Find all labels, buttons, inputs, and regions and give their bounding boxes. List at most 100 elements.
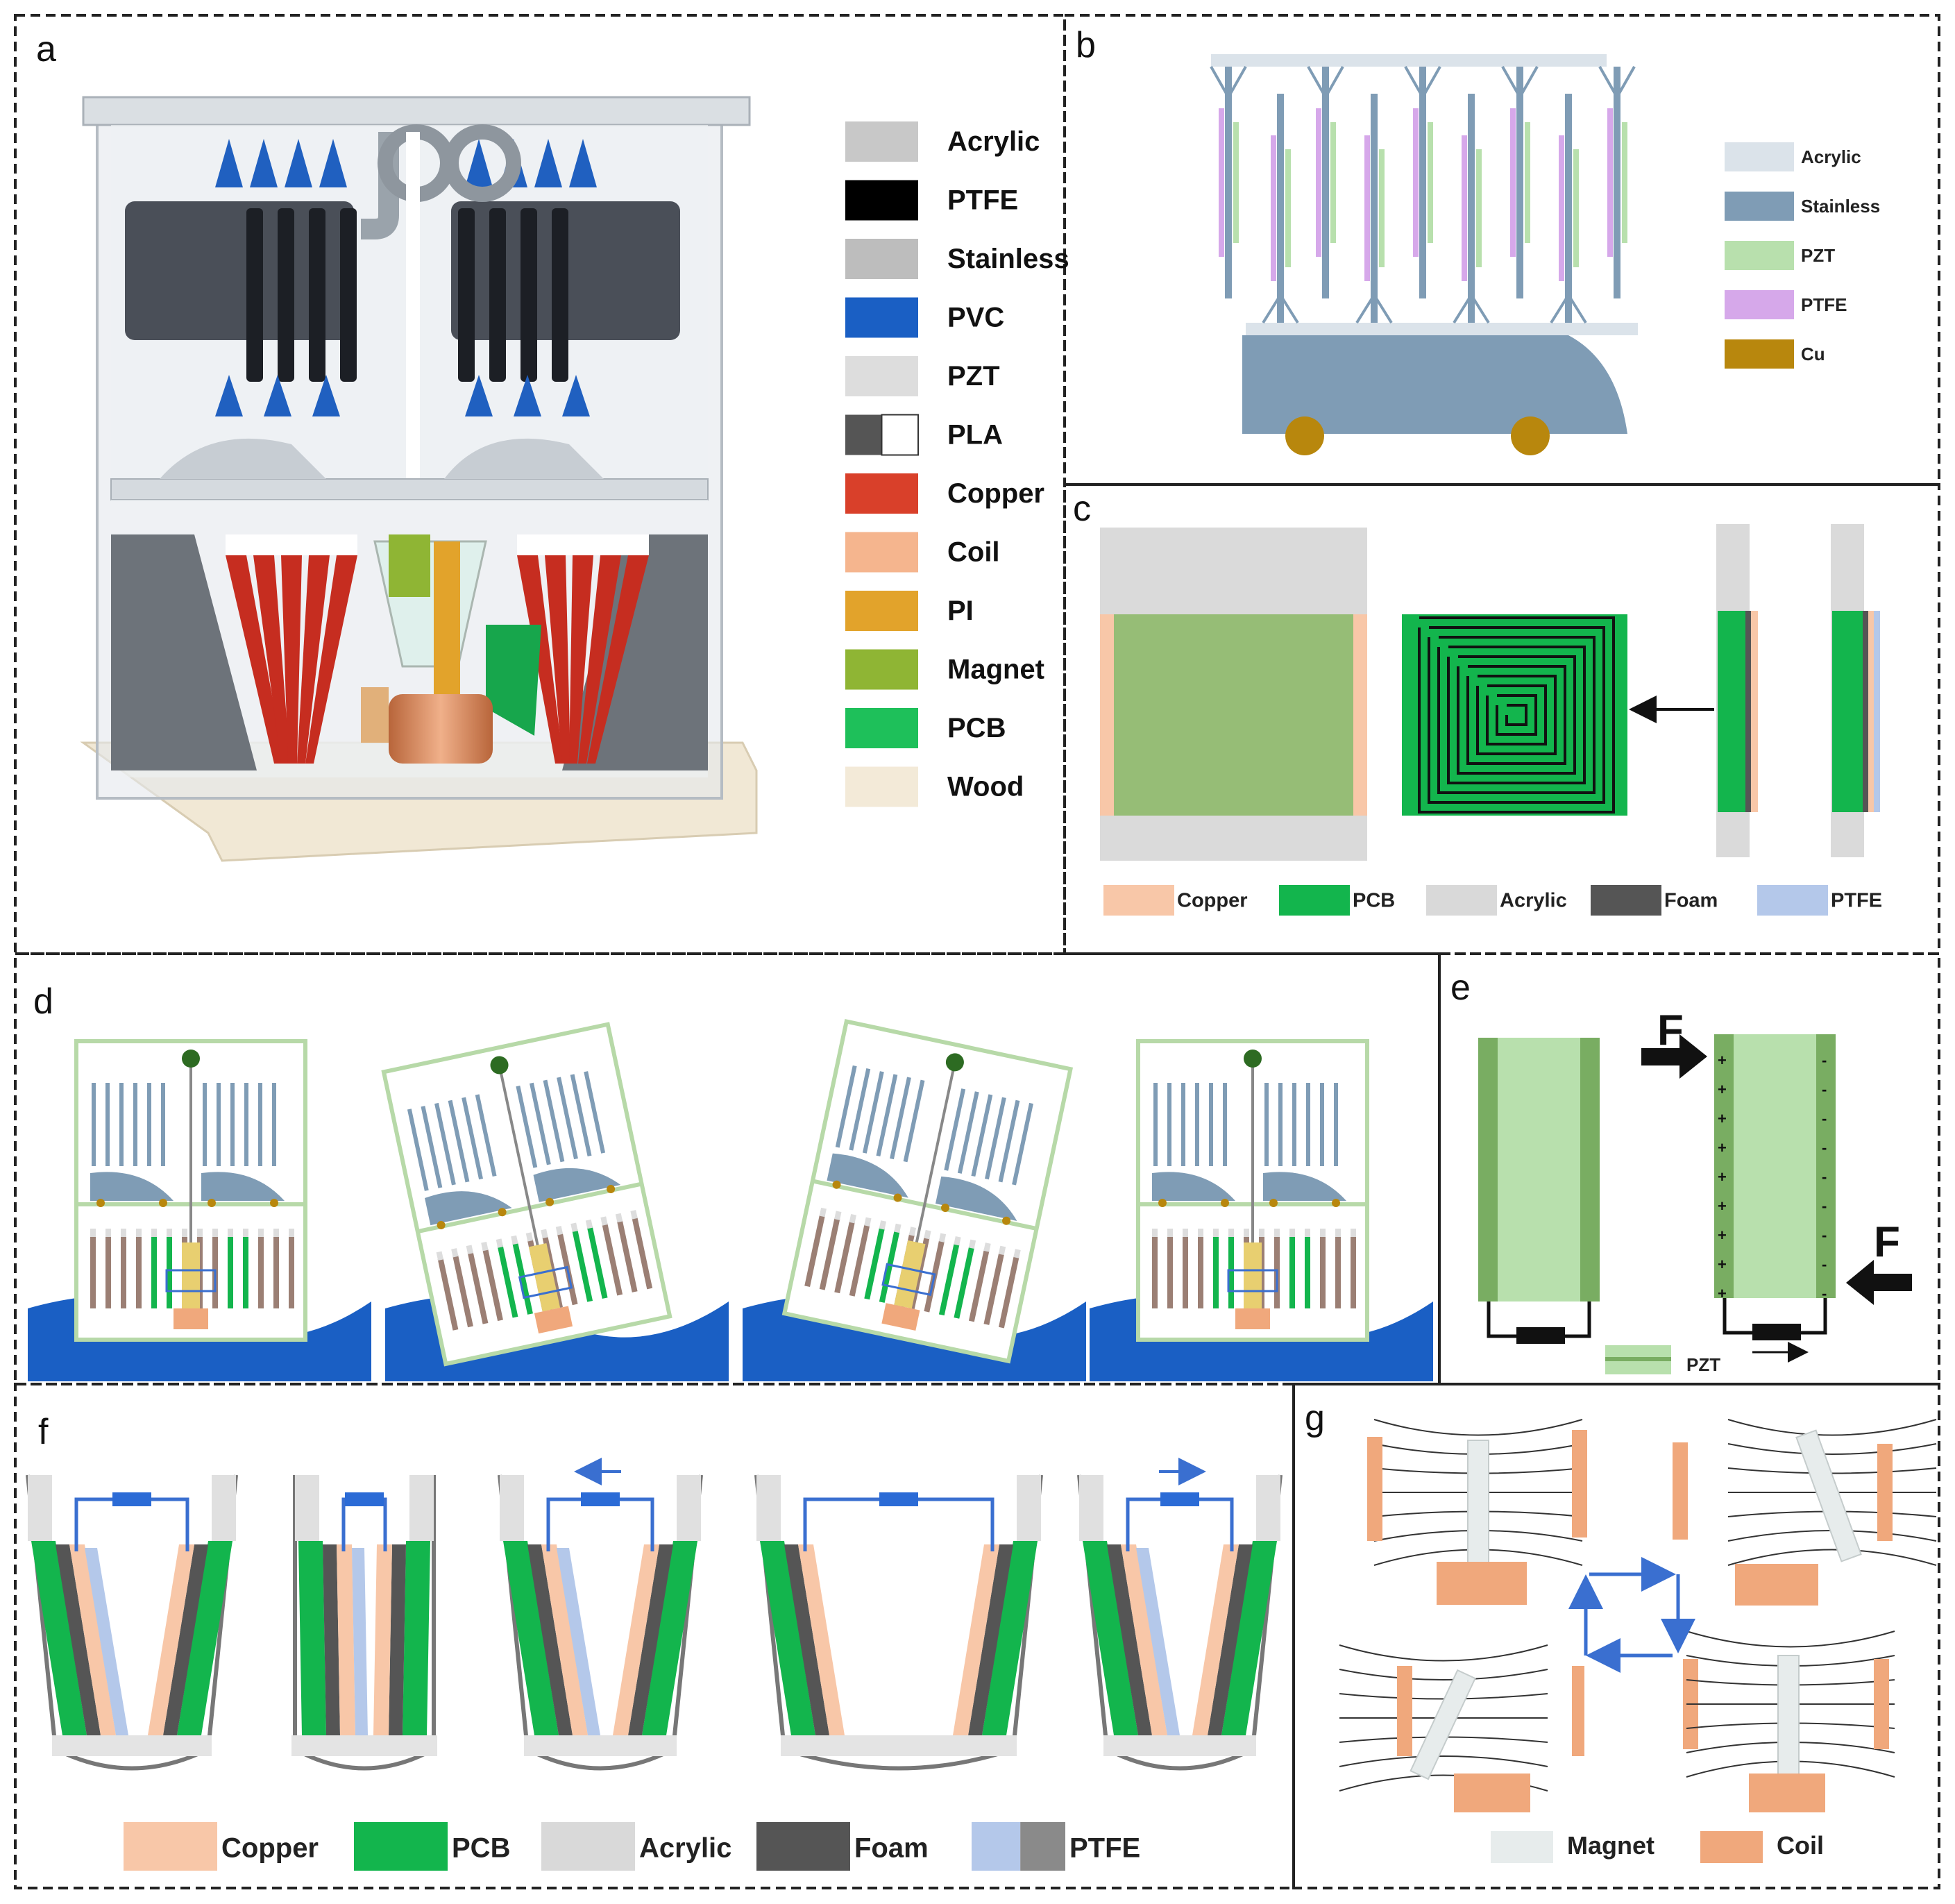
beam-clamp	[1550, 292, 1587, 324]
motion-frame-3	[743, 1019, 1086, 1381]
legend-label: Cu	[1801, 344, 1825, 364]
minus-charge: -	[1822, 1168, 1827, 1186]
minus-charge: -	[1822, 1081, 1827, 1098]
magnet-bar	[1410, 1669, 1476, 1780]
legend-label: Stainless	[947, 244, 1069, 274]
legend-label: Stainless	[1801, 196, 1880, 217]
legend-F-item-copper: Copper	[124, 1822, 319, 1871]
plus-charge: +	[1718, 1110, 1727, 1127]
motion-frame-2	[381, 1022, 729, 1381]
beam-clamp	[1453, 292, 1490, 324]
ptfe-layer	[1462, 135, 1467, 281]
device-schematic	[781, 1019, 1074, 1364]
plus-charge: +	[1718, 1197, 1727, 1215]
motion-frame-4	[1090, 1039, 1433, 1381]
plus-charge: +	[1718, 1081, 1727, 1098]
legend-A-item-pcb: PCB	[845, 708, 1006, 748]
legend-C-item-pcb: PCB	[1279, 885, 1395, 916]
motion-frame-1	[28, 1039, 371, 1381]
pzt-layer	[1573, 149, 1579, 267]
legend-label: PZT	[1801, 245, 1835, 266]
panel-label-b: b	[1076, 25, 1096, 65]
coil-bottom	[1735, 1564, 1818, 1606]
beam-clamp	[1307, 66, 1344, 101]
beam-clamp	[1355, 292, 1393, 324]
minus-charge: -	[1822, 1052, 1827, 1069]
panel-label-f: f	[38, 1412, 49, 1452]
legend-label: Coil	[1777, 1831, 1824, 1860]
field-line	[1727, 1419, 1937, 1436]
swatch	[845, 532, 918, 573]
electrode-plate	[1100, 528, 1367, 861]
panel-d: d	[28, 982, 1433, 1381]
minus-charge: -	[1822, 1110, 1827, 1127]
pzt-layer	[1476, 149, 1482, 267]
swatch	[972, 1822, 1021, 1871]
stainless-beam	[1468, 94, 1475, 323]
plus-charge: +	[1718, 1139, 1727, 1156]
device-3d-render	[80, 96, 758, 862]
swatch	[845, 591, 918, 631]
legend-F-item-foam: Foam	[756, 1822, 929, 1871]
device-schematic	[74, 1039, 307, 1342]
pzt-layer	[1525, 122, 1530, 243]
legend-label: PZT	[1686, 1354, 1720, 1375]
beam-clamp	[1404, 66, 1441, 101]
panel-label-a: a	[36, 29, 56, 69]
pcb-spiral-coil	[1402, 614, 1627, 816]
swatch	[1725, 339, 1794, 369]
minus-charge: -	[1822, 1139, 1827, 1156]
legend-label: Magnet	[947, 654, 1044, 684]
ptfe-layer	[1559, 135, 1564, 281]
ptfe-layer	[1364, 135, 1370, 281]
coil-bottom	[1749, 1774, 1825, 1812]
magnet-bar	[1795, 1429, 1862, 1562]
swatch	[541, 1822, 635, 1871]
swatch	[845, 297, 918, 338]
beam-structure	[1210, 54, 1638, 455]
legend-label: Acrylic	[947, 126, 1040, 157]
plus-charge: +	[1718, 1052, 1727, 1069]
plus-charge: +	[1718, 1227, 1727, 1244]
device-schematic	[1136, 1039, 1369, 1342]
force-label-bottom: F	[1874, 1218, 1900, 1266]
legend-B-item-acrylic: Acrylic	[1725, 142, 1861, 171]
side-view-1	[1716, 524, 1758, 857]
minus-charge: -	[1822, 1197, 1827, 1215]
stainless-beam	[1419, 67, 1426, 298]
legend-C-item-copper: Copper	[1103, 885, 1248, 916]
legend-label: PTFE	[1801, 294, 1847, 315]
swatch	[845, 121, 918, 162]
pzt-layer	[1233, 122, 1239, 243]
pzt-layer	[1428, 122, 1433, 243]
magnet-bar	[1777, 1655, 1800, 1781]
field-line	[1339, 1644, 1548, 1662]
panel-borders	[14, 14, 1940, 1889]
ptfe-layer	[1271, 135, 1276, 281]
coil-right	[1572, 1666, 1584, 1756]
beam-clamp	[1210, 66, 1247, 101]
legend-label: Foam	[1664, 890, 1718, 912]
legend-A-item-pvc: PVC	[845, 297, 1004, 338]
swatch	[354, 1822, 448, 1871]
swatch	[845, 649, 918, 690]
legend-F-item-acrylic: Acrylic	[541, 1822, 731, 1871]
swatch	[1591, 885, 1661, 916]
swatch	[845, 708, 918, 748]
coil-bottom	[1454, 1774, 1530, 1812]
ptfe-layer	[1510, 108, 1516, 257]
stainless-beam	[1225, 67, 1232, 298]
plus-charge: +	[1718, 1168, 1727, 1186]
stainless-beam	[1565, 94, 1572, 323]
ptfe-layer	[1607, 108, 1613, 257]
panel-label-e: e	[1450, 968, 1471, 1008]
legend-F-item-pcb: PCB	[354, 1822, 510, 1871]
legend-label: Copper	[221, 1833, 319, 1863]
legend-label: PCB	[947, 713, 1006, 743]
field-line	[1727, 1549, 1937, 1566]
